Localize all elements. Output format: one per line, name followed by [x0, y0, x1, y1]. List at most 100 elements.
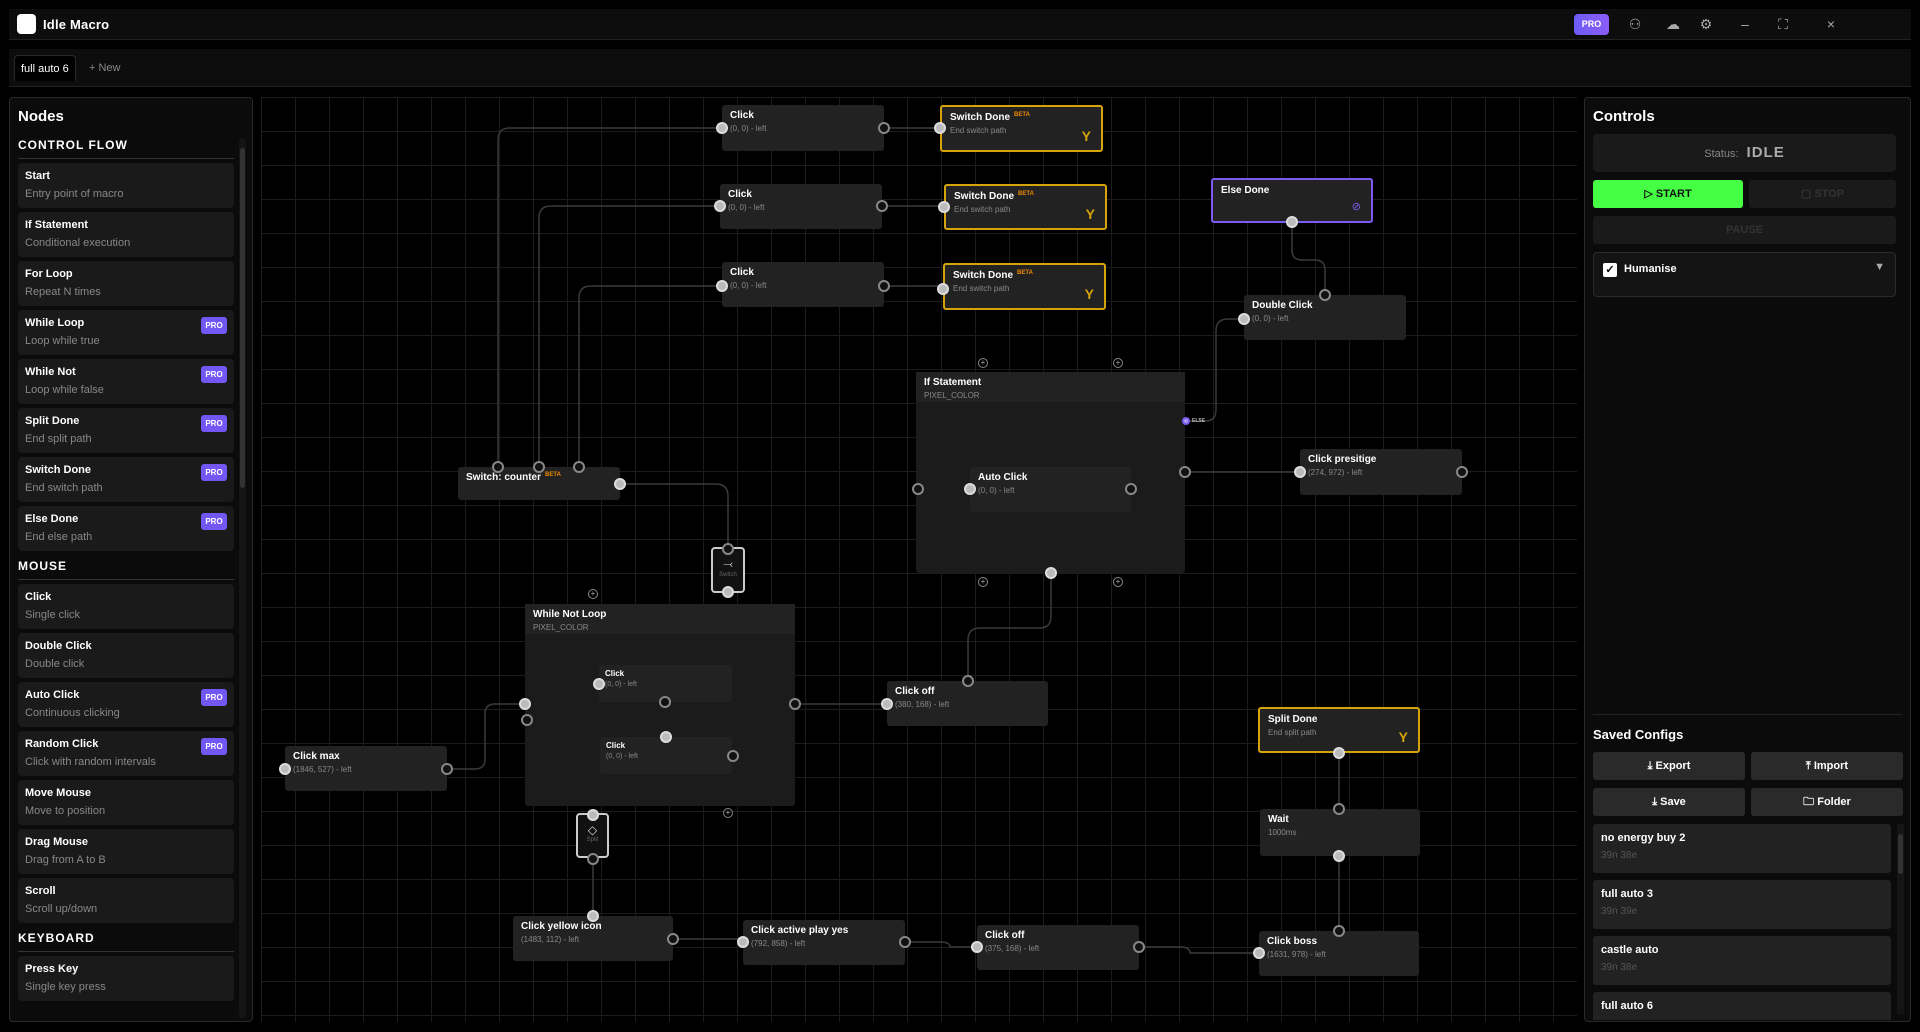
output-port[interactable] [659, 696, 671, 708]
tab-full-auto-6[interactable]: full auto 6 [14, 55, 76, 81]
input-port[interactable] [614, 478, 626, 490]
output-port[interactable] [441, 763, 453, 775]
node-click-max[interactable]: Click max(1846, 527) - left [285, 746, 447, 791]
output-port[interactable] [722, 543, 734, 555]
pro-badge[interactable]: PRO [1574, 14, 1609, 35]
output-port[interactable] [492, 461, 504, 473]
input-port[interactable] [587, 809, 599, 821]
input-port[interactable] [937, 283, 949, 295]
output-port[interactable] [1333, 803, 1345, 815]
input-port[interactable] [660, 731, 672, 743]
add-node-icon[interactable]: + [723, 808, 733, 818]
input-port[interactable] [971, 941, 983, 953]
nodes-scrollbar[interactable] [239, 138, 246, 1018]
configs-scrollbar[interactable] [1897, 824, 1904, 1014]
node-click[interactable]: Click(0, 0) - left [600, 737, 732, 774]
output-port[interactable] [789, 698, 801, 710]
input-port[interactable] [938, 201, 950, 213]
import-button[interactable]: ⤒ Import [1751, 752, 1903, 780]
fullscreen-icon[interactable]: ⛶ [1778, 16, 1788, 32]
humanise-section[interactable]: ✓ Humanise ▼ [1593, 252, 1896, 297]
input-port[interactable] [1253, 947, 1265, 959]
node-auto-click[interactable]: Auto Click(0, 0) - left [970, 467, 1131, 512]
output-port[interactable] [573, 461, 585, 473]
pause-button[interactable]: PAUSE [1593, 216, 1896, 244]
input-port[interactable] [279, 763, 291, 775]
else-port[interactable] [1182, 417, 1190, 425]
close-icon[interactable]: × [1826, 16, 1836, 32]
node-click-presitige[interactable]: Click presitige(274, 972) - left [1300, 449, 1462, 495]
node-click-off[interactable]: Click off(380, 168) - left [887, 681, 1048, 726]
cloud-icon[interactable]: ☁ [1666, 16, 1680, 32]
export-button[interactable]: ⤓ Export [1593, 752, 1745, 780]
output-port[interactable] [1133, 941, 1145, 953]
input-port[interactable] [1238, 313, 1250, 325]
output-port[interactable] [1179, 466, 1191, 478]
output-port[interactable] [876, 200, 888, 212]
add-node-icon[interactable]: + [978, 577, 988, 587]
node-click-off[interactable]: Click off(375, 168) - left [977, 925, 1139, 970]
output-port[interactable] [1333, 925, 1345, 937]
output-port[interactable] [667, 933, 679, 945]
node-click[interactable]: Click(0, 0) - left [722, 105, 884, 151]
new-tab-button[interactable]: + New [89, 62, 121, 74]
input-port[interactable] [716, 122, 728, 134]
user-icon[interactable]: ⚇ [1628, 16, 1642, 32]
add-node-icon[interactable]: + [1113, 577, 1123, 587]
start-button[interactable]: ▷ START [1593, 180, 1743, 208]
add-node-icon[interactable]: + [978, 358, 988, 368]
minimize-icon[interactable]: – [1741, 16, 1749, 32]
config-item[interactable]: full auto 6 [1593, 992, 1891, 1020]
node-click[interactable]: Click(0, 0) - left [722, 262, 884, 307]
input-port[interactable] [1333, 747, 1345, 759]
input-port[interactable] [934, 122, 946, 134]
input-port[interactable] [593, 678, 605, 690]
input-port[interactable] [1294, 466, 1306, 478]
node-click-active-play-yes[interactable]: Click active play yes(792, 858) - left [743, 920, 905, 965]
input-port[interactable] [881, 698, 893, 710]
output-port[interactable] [962, 675, 974, 687]
output-port[interactable] [878, 122, 890, 134]
expand-chevron-icon[interactable]: ▼ [1874, 261, 1885, 273]
output-port[interactable] [912, 483, 924, 495]
input-port[interactable] [737, 936, 749, 948]
gear-icon[interactable]: ⚙ [1699, 16, 1713, 32]
input-port[interactable] [1333, 850, 1345, 862]
output-port[interactable] [1456, 466, 1468, 478]
input-port[interactable] [1286, 216, 1298, 228]
input-port[interactable] [716, 280, 728, 292]
input-port[interactable] [519, 698, 531, 710]
output-port[interactable] [727, 750, 739, 762]
input-port[interactable] [964, 483, 976, 495]
save-button[interactable]: ⤓ Save [1593, 788, 1745, 816]
output-port[interactable] [521, 714, 533, 726]
node-else-done[interactable]: Else Done⊘ [1211, 178, 1373, 223]
add-node-icon[interactable]: + [1113, 358, 1123, 368]
folder-button[interactable]: 🗀 Folder [1751, 788, 1903, 816]
input-port[interactable] [714, 200, 726, 212]
node-double-click[interactable]: Double Click(0, 0) - left [1244, 295, 1406, 340]
add-node-icon[interactable]: + [588, 589, 598, 599]
output-port[interactable] [899, 936, 911, 948]
